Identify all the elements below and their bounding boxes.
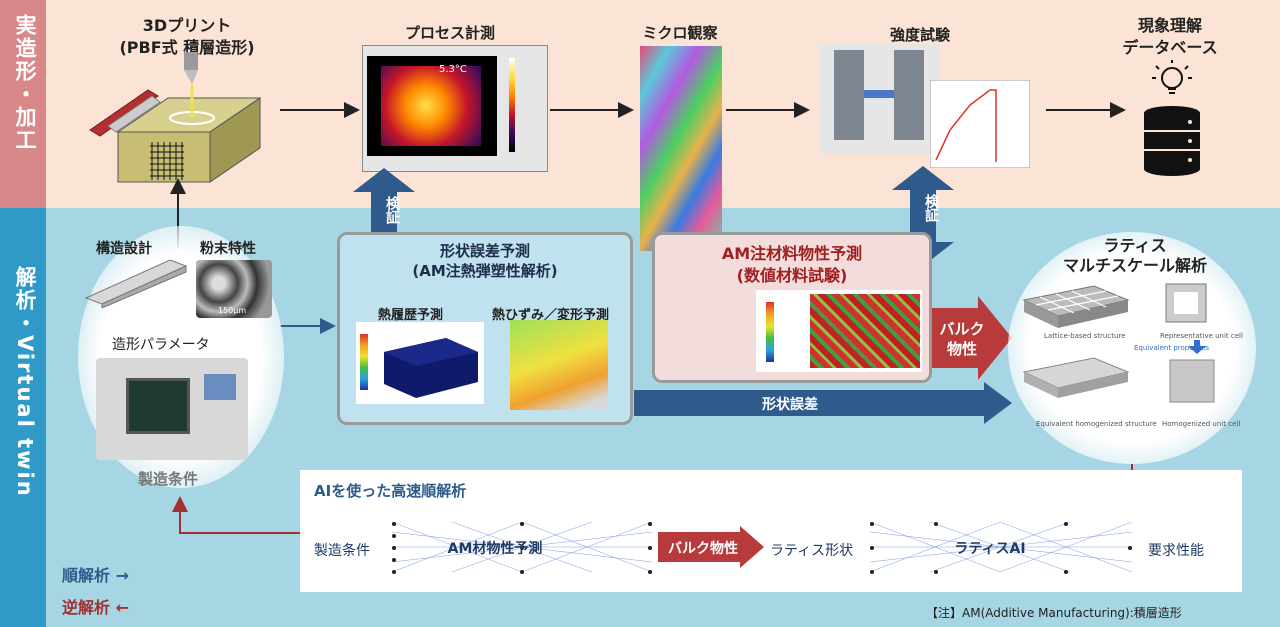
thermal-image: 5.3°C [367,56,497,156]
verify-label-left: 検証 [384,196,400,224]
lattice-caption-4: Equivalent homogenized structure [1036,420,1157,428]
lattice-multiscale-illustration [1022,283,1215,403]
thermal-history-label: 熱履歴予測 [378,308,444,323]
lattice-caption-1: Lattice-based structure [1044,332,1126,340]
conditions-label: 製造条件 [138,470,199,488]
ai-input-label: 製造条件 [314,543,370,559]
powder-scale: 150μm [218,306,247,315]
thermal-colorbar [509,58,515,152]
strength-title: 強度試験 [889,26,950,44]
lattice-caption-2: Representative unit cell [1160,332,1243,340]
powder-image: 150μm [196,260,272,318]
specimen-photo [820,44,940,154]
shape-error-label: 形状誤差 [762,397,818,413]
lattice-caption-5: Homogenized unit cell [1162,420,1241,428]
side-label-virtual: 解析・Virtual twin [13,266,37,498]
ai-output-label: 要求性能 [1148,543,1204,559]
thermal-readout: 5.3°C [439,64,467,75]
lattice-caption-3: Equivalent properties [1134,344,1210,352]
thermal-window: 5.3°C [362,45,548,172]
ai-title: AIを使った高速順解析 [314,482,467,500]
verify-arrow-left [353,168,415,268]
lattice-title-2: マルチスケール解析 [1062,256,1207,275]
legend-forward: 順解析 → [62,566,129,585]
design-label: 構造設計 [96,241,152,257]
machine-photo [96,358,248,460]
verify-label-right: 検証 [923,194,939,222]
printer-illustration [89,52,262,183]
neural-net-2 [870,521,1132,574]
footnote: 【注】AM(Additive Manufacturing):積層造形 [926,606,1182,620]
thermal-history-image [356,322,484,404]
stress-strain-plot [930,80,1030,168]
print-subtitle: (PBF式 積層造形) [119,38,255,57]
params-label: 造形パラメータ [112,337,210,353]
numerical-test-image [756,290,922,372]
bulk-label-1: バルク [939,320,985,338]
shape-error-arrow [634,382,1012,424]
side-label-physical-bar [0,0,46,208]
mat-box-title-2: (数値材料試験) [736,266,848,285]
shape-box-title-2: (AM注熱弾塑性解析) [412,262,558,280]
db-title-1: 現象理解 [1137,16,1202,35]
deformation-image [510,320,608,410]
powder-label: 粉末特性 [200,241,256,257]
thermal-strain-label: 熱ひずみ／変形予測 [492,308,610,323]
lattice-beam-illustration [84,259,188,308]
verify-arrow-right [892,166,954,266]
database-icon [1144,60,1200,176]
neural-net-1 [392,521,652,574]
mat-box-title-1: AM注材料物性予測 [721,244,863,263]
legend-inverse: 逆解析 ← [62,598,129,617]
ai-bulk-arrow [658,526,764,568]
ebsd-micrograph [640,46,722,251]
ai-panel [300,470,1242,592]
micro-title: ミクロ観察 [642,24,718,42]
lattice-circle [1008,232,1256,464]
db-title-2: データベース [1122,38,1218,57]
ai-nn1-label: AM材物性予測 [447,541,543,557]
side-label-virtual-bar [0,208,46,627]
print-title: 3Dプリント [142,16,232,35]
shape-box-title-1: 形状誤差予測 [439,242,530,260]
bulk-property-arrow [932,296,1012,380]
lattice-title-1: ラティス [1103,236,1167,255]
bulk-label-2: 物性 [946,340,977,358]
ai-lattice-shape-label: ラティス形状 [770,543,854,559]
ai-bulk-label: バルク物性 [668,541,738,557]
process-title: プロセス計測 [404,24,495,42]
side-label-physical: 実造形・加工 [13,14,37,152]
ai-nn2-label: ラティスAI [954,541,1026,557]
